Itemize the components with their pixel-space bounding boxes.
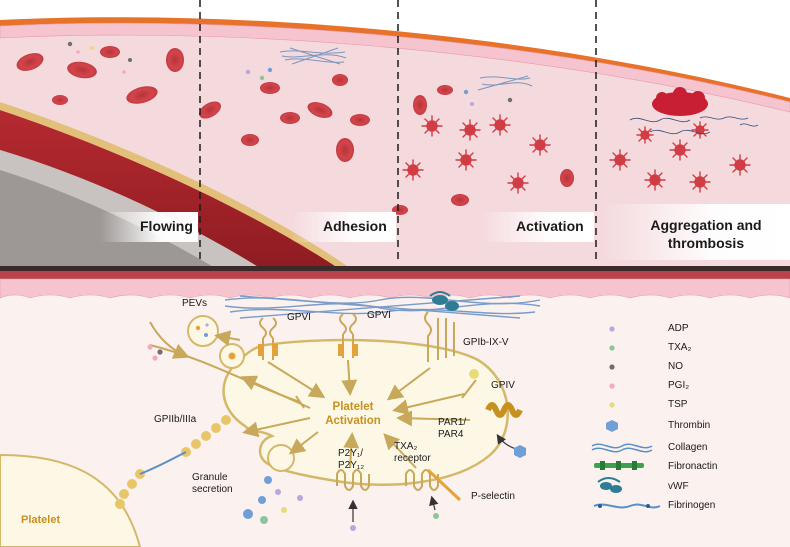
stage-label-aggregation: Aggregation and thrombosis: [650, 217, 762, 251]
legend-label-pgi2: PGI₂: [668, 380, 690, 391]
thrombus: [652, 87, 708, 116]
collagen-mesh-activation: [477, 75, 533, 91]
receptor-p2y: [336, 469, 370, 491]
platelet-bottom-left: [0, 453, 142, 547]
receptor-par: [485, 402, 523, 418]
label-granule-secretion: Granule secretion: [192, 472, 233, 495]
receptor-gpiv: [461, 369, 479, 399]
fibrinogen-strand: [139, 451, 187, 475]
molecule-dots: [67, 41, 513, 106]
p-selectin: [426, 468, 462, 502]
granule-particles: [243, 476, 303, 524]
legend-label-vwf: vWF: [668, 481, 689, 492]
legend-label-collagen: Collagen: [668, 442, 708, 453]
legend-label-fibronectin: Fibronactin: [668, 461, 718, 472]
label-txa2-receptor: TXA₂ receptor: [394, 441, 431, 464]
label-platelet: Platelet: [21, 514, 61, 526]
vessel-cut-rim: [0, 102, 350, 268]
label-gpiv: GPIV: [491, 380, 515, 391]
label-p2y: P2Y₁/ P2Y₁₂: [338, 448, 365, 471]
legend-label-adp: ADP: [668, 323, 689, 334]
label-gpvi-right: GPVI: [367, 310, 391, 321]
legend-label-fibrinogen: Fibrinogen: [668, 500, 716, 511]
label-gpiib: GPIIb/IIIa: [154, 414, 197, 425]
stage-label-flowing: Flowing: [140, 218, 193, 234]
vwf-icon: [429, 291, 459, 311]
pevs-vesicle: [187, 315, 219, 347]
label-p-selectin: P-selectin: [471, 491, 515, 502]
receptor-gpib: [424, 311, 455, 362]
collagen-mesh-adhesion: [279, 47, 347, 65]
label-gpvi-left: GPVI: [287, 312, 311, 323]
legend-label-no: NO: [668, 361, 683, 372]
endothelium-layer: [0, 22, 790, 113]
endothelium-bottom: [0, 278, 790, 299]
stage-label-activation: Activation: [516, 218, 584, 234]
vessel-outer-wall: [0, 17, 790, 103]
vessel-cut-wall: [0, 110, 340, 268]
label-pevs: PEVs: [182, 298, 208, 309]
vessel-panel: [0, 0, 790, 271]
receptor-gpvi-left: [258, 317, 278, 360]
legend-label-thrombin: Thrombin: [668, 420, 711, 431]
stage-label-adhesion: Adhesion: [323, 218, 387, 234]
legend-icons: [591, 326, 661, 509]
legend-label-txa2: TXA₂: [668, 342, 692, 353]
activated-platelets: [402, 114, 751, 194]
label-par: PAR1/ PAR4: [438, 417, 467, 440]
receptor-gpvi-right: [338, 313, 358, 358]
label-gpib: GPIb-IX-V: [463, 337, 509, 348]
label-platelet-activation: Platelet Activation: [325, 401, 381, 427]
fibrin-strands: [629, 116, 759, 135]
legend-label-tsp: TSP: [668, 399, 688, 410]
receptor-txa2: [405, 469, 439, 491]
stage-dividers: [199, 0, 597, 262]
